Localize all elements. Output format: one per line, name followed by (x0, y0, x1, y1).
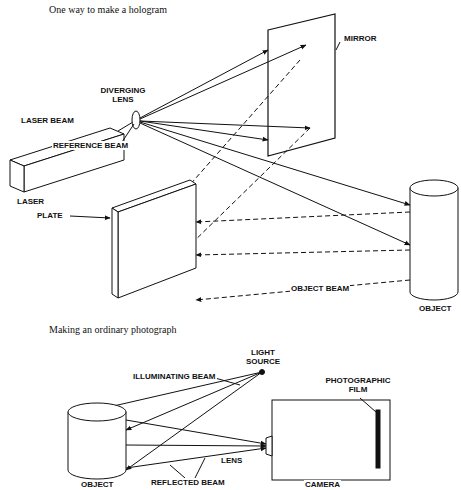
beam-label: ILLUMINATING BEAM (132, 372, 217, 381)
part-label: LENS (220, 456, 243, 465)
part-label: OBJECT (80, 480, 114, 489)
part-label: LIGHT SOURCE (240, 348, 286, 366)
part-label: DIVERGING LENS (96, 86, 150, 104)
heading: One way to make a hologram (48, 4, 168, 16)
beam-label: LASER BEAM (20, 116, 75, 125)
part-label: LASER (16, 197, 45, 206)
part-label: OBJECT (418, 304, 452, 313)
part-label: MIRROR (343, 34, 377, 43)
part-label: CAMERA (304, 480, 341, 489)
beam-label: OBJECT BEAM (290, 284, 350, 293)
part-label: PLATE (36, 211, 64, 220)
beam-label: REFERENCE BEAM (52, 141, 129, 150)
beam-label: REFLECTED BEAM (150, 478, 226, 487)
part-label: PHOTOGRAPHIC FILM (322, 376, 394, 394)
heading: Making an ordinary photograph (48, 324, 177, 336)
